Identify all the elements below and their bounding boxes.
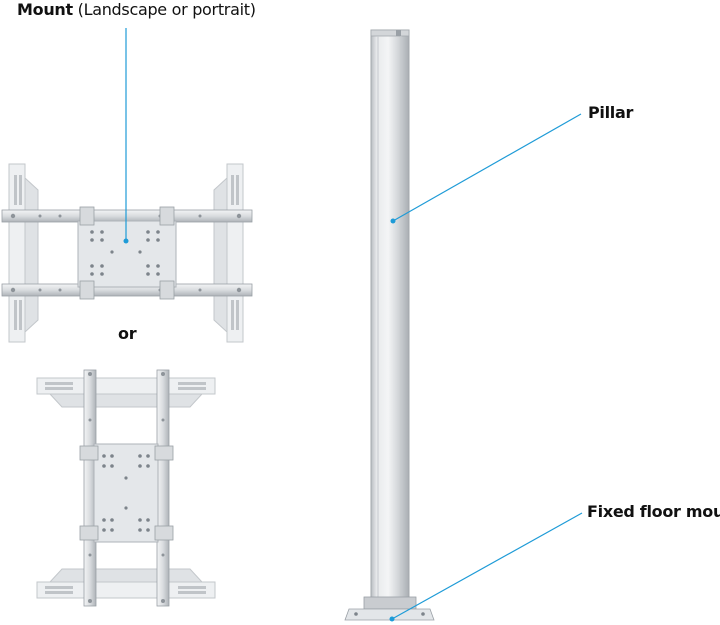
floor-leader-dot <box>389 616 395 622</box>
pillar-leader <box>392 113 582 222</box>
floor-mount-label-text: Fixed floor mount <box>587 502 720 521</box>
mount-leader-dot <box>123 238 129 244</box>
floor-leader <box>391 512 583 620</box>
floor-mount-label: Fixed floor mount <box>587 502 720 521</box>
left-bracket <box>8 163 39 343</box>
portrait-top-bracket <box>36 377 216 408</box>
portrait-right-rail <box>156 369 170 607</box>
pillar-leader-dot <box>390 218 396 224</box>
right-bracket <box>213 163 244 343</box>
pillar-body <box>370 29 410 611</box>
mount-label-bold: Mount <box>17 0 73 19</box>
mount-label: Mount (Landscape or portrait) <box>17 0 256 19</box>
pillar <box>370 29 410 611</box>
mount-label-detail: (Landscape or portrait) <box>77 0 256 19</box>
pillar-label-text: Pillar <box>588 103 634 122</box>
or-label: or <box>118 324 137 343</box>
floor-mount <box>344 596 435 621</box>
portrait-bottom-bracket <box>36 568 216 599</box>
pillar-label: Pillar <box>588 103 633 122</box>
portrait-mount <box>36 369 216 607</box>
leader-lines <box>123 28 583 622</box>
landscape-mount <box>1 163 253 343</box>
or-label-text: or <box>118 324 137 343</box>
portrait-center-plate <box>93 443 159 543</box>
